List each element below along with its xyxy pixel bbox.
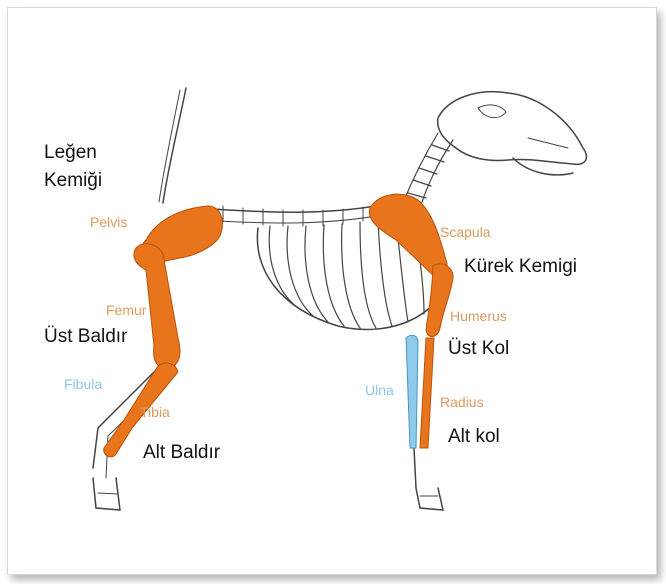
- tail-bone: [163, 88, 186, 203]
- label-ust-baldir: Üst Baldır: [44, 326, 127, 348]
- front-paw: [414, 448, 443, 510]
- ulna-bone: [406, 335, 418, 448]
- label-ust-kol: Üst Kol: [448, 338, 509, 360]
- label-kurek-kemigi: Kürek Kemigi: [464, 256, 577, 278]
- spine: [198, 203, 393, 212]
- label-fibula: Fibula: [64, 376, 102, 392]
- tail-bone-outline: [159, 90, 180, 202]
- spine-underside: [198, 213, 393, 223]
- label-tibia: Tibia: [140, 404, 170, 420]
- label-legen-line-1: Leğen: [44, 142, 97, 164]
- nasal-line: [528, 138, 568, 148]
- label-femur: Femur: [106, 302, 146, 318]
- humerus-bone: [426, 264, 453, 337]
- diagram-frame: Leğen Kemiği Pelvis Femur Üst Baldır Fib…: [7, 7, 657, 575]
- label-radius: Radius: [440, 394, 484, 410]
- label-alt-baldir: Alt Baldır: [143, 442, 220, 464]
- label-alt-kol: Alt kol: [448, 426, 500, 448]
- radius-bone: [420, 338, 434, 448]
- label-pelvis: Pelvis: [90, 214, 127, 230]
- label-ulna: Ulna: [365, 382, 394, 398]
- dog-skeleton-illustration: [8, 8, 656, 574]
- label-legen-line-2: Kemiği: [44, 170, 102, 192]
- label-scapula: Scapula: [440, 224, 491, 240]
- eye-socket: [478, 105, 506, 118]
- label-humerus: Humerus: [450, 308, 507, 324]
- skull: [438, 92, 587, 165]
